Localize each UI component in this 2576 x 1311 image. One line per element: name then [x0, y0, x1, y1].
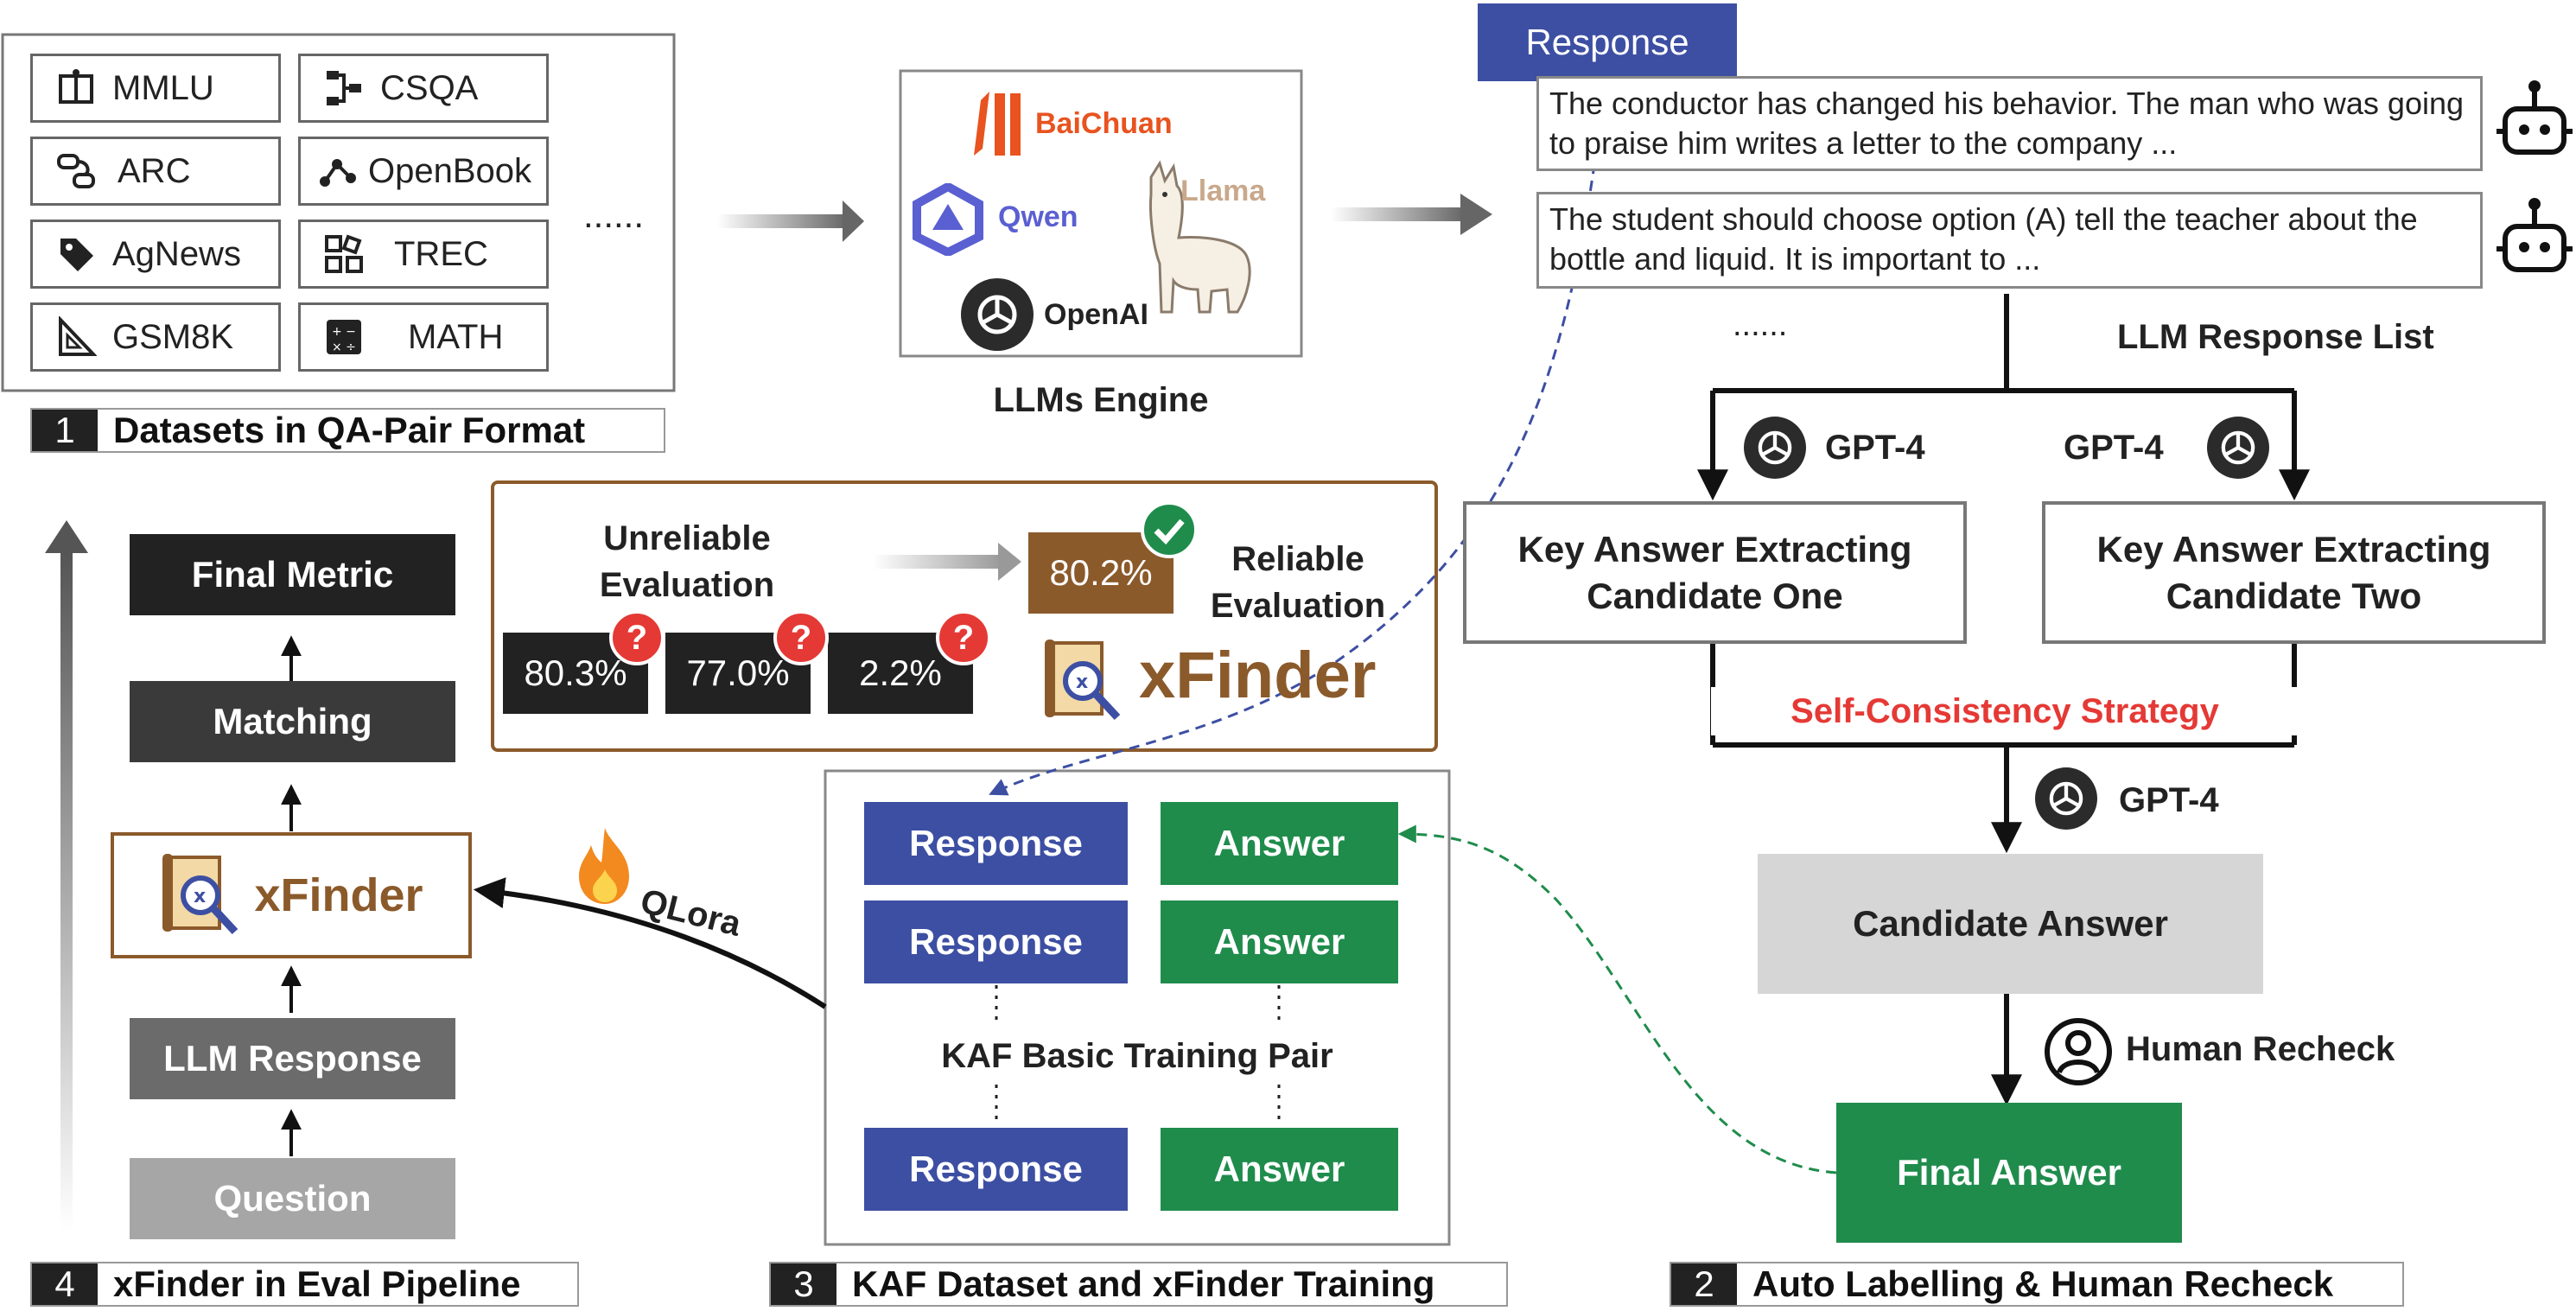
- svg-text:× ÷: × ÷: [332, 340, 356, 354]
- openai-icon: [2035, 767, 2097, 830]
- dashed-response-link: [989, 77, 1607, 796]
- openai-icon: [2207, 417, 2269, 479]
- engine-qwen: Qwen: [998, 200, 1078, 233]
- section-2-label: 2 Auto Labelling & Human Recheck: [1670, 1262, 2404, 1307]
- robot-icon: [2493, 80, 2576, 162]
- dataset-mmlu: MMLU: [30, 54, 281, 123]
- dataset-gsm8k: GSM8K: [30, 302, 281, 372]
- check-icon: [1141, 501, 1198, 558]
- robot-icon: [2493, 197, 2576, 280]
- pipeline-xfinder: x xFinder: [111, 832, 472, 958]
- reliable-score: 80.2%: [1028, 532, 1174, 614]
- dataset-trec: TREC: [298, 220, 549, 289]
- kaf-response-1: Response: [864, 802, 1128, 885]
- graph-icon: [313, 147, 361, 195]
- question-mark-icon: ?: [936, 610, 991, 665]
- kaf-answer-1: Answer: [1161, 802, 1398, 885]
- dataset-math: + −× ÷ MATH: [298, 302, 549, 372]
- svg-text:x: x: [194, 886, 206, 907]
- xfinder-logo-icon: x: [159, 852, 242, 939]
- unreliable-score-2: 77.0%: [665, 633, 811, 714]
- self-consistency-strategy: Self-Consistency Strategy: [1711, 687, 2299, 735]
- calculator-icon: + −× ÷: [320, 313, 368, 361]
- datasets-frame: [1, 33, 676, 392]
- ruler-icon: [52, 313, 100, 361]
- candidate-two-box: Key Answer Extracting Candidate Two: [2042, 501, 2546, 644]
- fire-icon: [572, 826, 638, 906]
- arrow-datasets-to-engine: [717, 200, 864, 242]
- qwen-logo-icon: [912, 181, 984, 258]
- arrow-engine-to-responses: [1331, 194, 1492, 235]
- gpt4-label-right: GPT-4: [2064, 429, 2164, 467]
- engine-openai: OpenAI: [1044, 298, 1148, 331]
- engine-llama: Llama: [1180, 175, 1266, 207]
- engine-baichuan: BaiChuan: [1035, 107, 1173, 140]
- dataset-agnews: AgNews: [30, 220, 281, 289]
- svg-text:+ −: + −: [332, 325, 356, 339]
- kaf-answer-2: Answer: [1161, 901, 1398, 983]
- response-list-label: LLM Response List: [2117, 318, 2434, 356]
- final-answer-box: Final Answer: [1836, 1103, 2182, 1243]
- grid-icon: [320, 230, 368, 278]
- section-4-label: 4 xFinder in Eval Pipeline: [30, 1262, 579, 1307]
- response-text-1: The conductor has changed his behavior. …: [1536, 76, 2483, 171]
- dataset-csqa: CSQA: [298, 54, 549, 123]
- engines-title: LLMs Engine: [993, 380, 1209, 419]
- baichuan-logo-icon: [972, 88, 1024, 159]
- unreliable-evaluation-label: Unreliable Evaluation: [599, 519, 775, 604]
- xfinder-brand: xFinder: [1139, 639, 1377, 712]
- dashed-answer-link: [1397, 824, 1837, 1174]
- pipeline-question: Question: [130, 1158, 455, 1239]
- network-icon: [320, 64, 368, 112]
- openai-icon: [1744, 417, 1806, 479]
- llama-illustration-icon: [1125, 160, 1263, 315]
- response-text-2: The student should choose option (A) tel…: [1536, 192, 2483, 289]
- svg-text:x: x: [1076, 671, 1088, 693]
- kaf-answer-3: Answer: [1161, 1128, 1398, 1211]
- responses-ellipsis: ......: [1733, 307, 1788, 343]
- question-mark-icon: ?: [773, 610, 829, 665]
- gpt4-label-bottom: GPT-4: [2119, 781, 2219, 819]
- question-mark-icon: ?: [609, 610, 665, 665]
- section-1-label: 1 Datasets in QA-Pair Format: [30, 408, 665, 453]
- candidate-one-box: Key Answer Extracting Candidate One: [1463, 501, 1967, 644]
- qlora-arrow: [473, 877, 827, 1009]
- kaf-pair-label: KAF Basic Training Pair: [941, 1036, 1333, 1075]
- reliable-evaluation-label: Reliable Evaluation: [1210, 540, 1386, 625]
- kaf-response-3: Response: [864, 1128, 1128, 1211]
- kaf-response-2: Response: [864, 901, 1128, 983]
- human-recheck-label: Human Recheck: [2126, 1030, 2395, 1068]
- section-3-label: 3 KAF Dataset and xFinder Training: [769, 1262, 1508, 1307]
- pipeline-matching: Matching: [130, 681, 455, 762]
- book-icon: [52, 64, 100, 112]
- dataset-arc: ARC: [30, 137, 281, 206]
- response-tag: Response: [1478, 3, 1737, 81]
- human-icon: [2042, 1015, 2115, 1088]
- dataset-openbook: OpenBook: [298, 137, 549, 206]
- candidate-answer-box: Candidate Answer: [1758, 854, 2263, 994]
- datasets-ellipsis: ......: [583, 194, 645, 235]
- gpt4-label-left: GPT-4: [1825, 429, 1925, 467]
- unreliable-score-1: 80.3%: [503, 633, 648, 714]
- xfinder-logo-icon: x: [1041, 638, 1124, 724]
- openai-logo-icon: [961, 278, 1034, 351]
- pipeline-final-metric: Final Metric: [130, 534, 455, 615]
- pipeline-llm-response: LLM Response: [130, 1018, 455, 1099]
- flow-icon: [52, 147, 100, 195]
- tag-icon: [52, 230, 100, 278]
